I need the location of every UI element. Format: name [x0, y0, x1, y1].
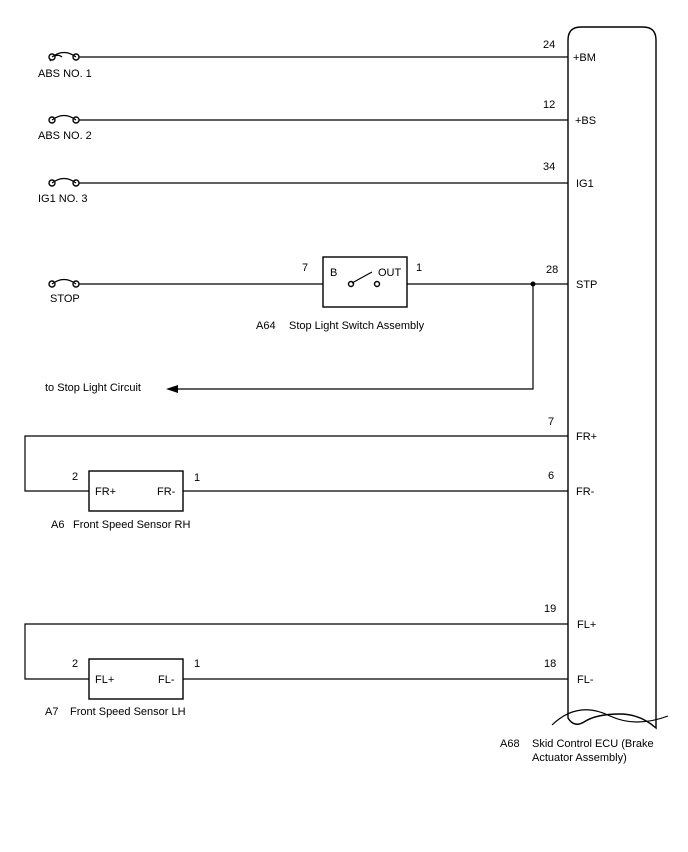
stop-light-branch: to Stop Light Circuit	[45, 284, 534, 394]
ecu-pin-number: 24	[543, 39, 555, 51]
ecu-pin-label: +BS	[575, 115, 596, 127]
switch-pin-in: 7	[302, 262, 308, 274]
ecu-pin-label: FL-	[577, 674, 594, 686]
ecu-pin-label: STP	[576, 279, 597, 291]
ecu-pin-label: FR-	[576, 486, 595, 498]
sensor-pin-left: 2	[72, 471, 78, 483]
ecu-break-line	[551, 709, 669, 726]
ecu-caption: A68 Skid Control ECU (Brake Actuator Ass…	[500, 738, 654, 764]
fuse-stop: STOP	[48, 278, 323, 305]
ecu-pin-number: 18	[544, 658, 556, 670]
sensor-term-left: FR+	[95, 486, 116, 498]
fuse-label: ABS NO. 1	[38, 68, 92, 80]
fuse-label: STOP	[50, 293, 80, 305]
ecu-pin-label: FL+	[577, 619, 596, 631]
ecu-pin-label: +BM	[573, 52, 596, 64]
fuse-label: IG1 NO. 3	[38, 193, 88, 205]
ecu-pin-number: 6	[548, 470, 554, 482]
sensor-pin-right: 1	[194, 658, 200, 670]
sensor-code: A7	[45, 706, 58, 718]
sensor-pin-right: 1	[194, 472, 200, 484]
ecu-pin-label: IG1	[576, 178, 594, 190]
ecu-pin-number: 28	[546, 264, 558, 276]
ecu-pin-number: 7	[548, 416, 554, 428]
ecu-name-line1: Skid Control ECU (Brake	[532, 738, 654, 750]
switch-term-out: OUT	[378, 267, 402, 279]
sensor-name: Front Speed Sensor RH	[73, 519, 190, 531]
sensor-term-right: FR-	[157, 486, 176, 498]
sensor-code: A6	[51, 519, 64, 531]
stop-light-switch: B OUT 7 1 A64 Stop Light Switch Assembly	[256, 256, 425, 332]
switch-code: A64	[256, 320, 276, 332]
front-speed-sensor-rh: FR+ FR- 2 1 A6 Front Speed Sensor RH 7 F…	[24, 416, 597, 531]
fuse-abs-no1: ABS NO. 1 24 +BM	[38, 39, 596, 80]
sensor-pin-left: 2	[72, 658, 78, 670]
ecu-name-line2: Actuator Assembly)	[532, 752, 627, 764]
sensor-term-left: FL+	[95, 674, 114, 686]
fuse-ig1-no3: IG1 NO. 3 34 IG1	[38, 161, 594, 205]
switch-term-b: B	[330, 267, 337, 279]
ecu-pin-label: FR+	[576, 431, 597, 443]
ecu-pin-number: 12	[543, 99, 555, 111]
ecu-pin-number: 19	[544, 603, 556, 615]
fuse-label: ABS NO. 2	[38, 130, 92, 142]
ecu-body	[567, 26, 657, 730]
front-speed-sensor-lh: FL+ FL- 2 1 A7 Front Speed Sensor LH 19 …	[24, 603, 596, 718]
switch-name: Stop Light Switch Assembly	[289, 320, 425, 332]
sensor-term-right: FL-	[158, 674, 175, 686]
sensor-name: Front Speed Sensor LH	[70, 706, 186, 718]
switch-pin-out: 1	[416, 262, 422, 274]
ecu-pin-number: 34	[543, 161, 555, 173]
fuse-abs-no2: ABS NO. 2 12 +BS	[38, 99, 596, 142]
branch-label: to Stop Light Circuit	[45, 382, 141, 394]
ecu-code: A68	[500, 738, 520, 750]
